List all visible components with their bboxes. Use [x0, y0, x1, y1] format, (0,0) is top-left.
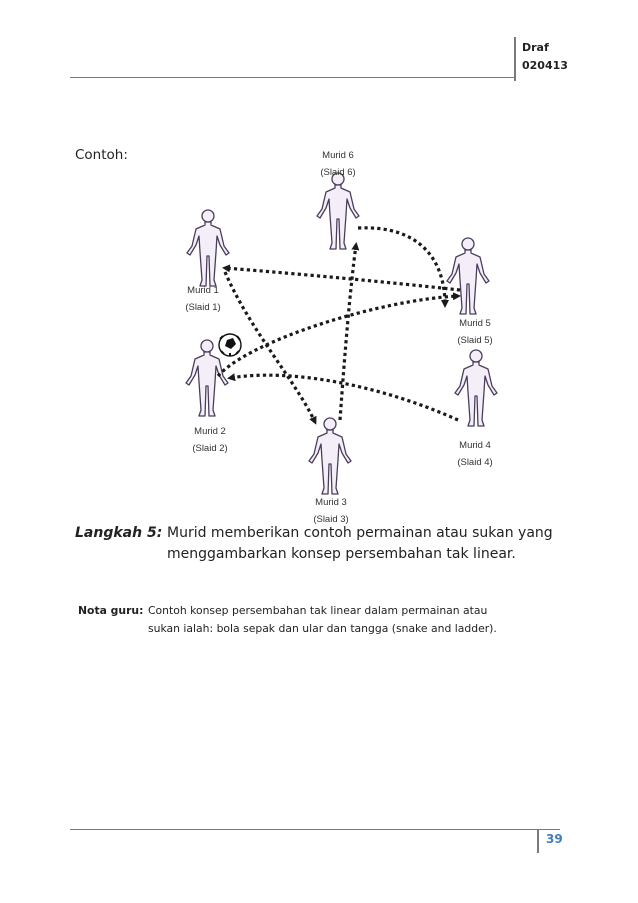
- student-6-label: Murid 6 (Slaid 6): [313, 147, 363, 181]
- footer-vertical-bar: [537, 829, 539, 853]
- header-rule: [70, 77, 514, 78]
- football-icon: [218, 333, 242, 357]
- teacher-note-line-2: sukan ialah: bola sepak dan ular dan tan…: [148, 622, 497, 635]
- student-1-name: Murid 1: [187, 285, 219, 296]
- student-6-figure: [316, 172, 360, 250]
- student-2-name: Murid 2: [194, 426, 226, 437]
- header-vertical-bar: [514, 37, 516, 81]
- student-1-figure: [186, 209, 230, 287]
- draft-date: 020413: [522, 59, 568, 72]
- student-3-slide: (Slaid 3): [313, 514, 349, 525]
- step-5-text: Murid memberikan contoh permainan atau s…: [167, 525, 553, 562]
- student-1-slide: (Slaid 1): [185, 302, 221, 313]
- teacher-note-line-1: Contoh konsep persembahan tak linear dal…: [148, 604, 488, 617]
- student-5-figure: [446, 237, 490, 315]
- student-3-name: Murid 3: [315, 497, 347, 508]
- student-6-name: Murid 6: [322, 150, 354, 161]
- student-5-slide: (Slaid 5): [457, 335, 493, 346]
- student-3-figure: [308, 417, 352, 495]
- student-4-name: Murid 4: [459, 440, 491, 451]
- student-4-label: Murid 4 (Slaid 4): [450, 437, 500, 471]
- student-6-slide: (Slaid 6): [320, 167, 356, 178]
- example-label: Contoh:: [75, 147, 128, 163]
- draft-label: Draf: [522, 41, 549, 54]
- student-5-name: Murid 5: [459, 318, 491, 329]
- student-4-figure: [454, 349, 498, 427]
- footer-rule: [70, 829, 560, 830]
- teacher-note: Nota guru: Contoh konsep persembahan tak…: [78, 602, 578, 638]
- step-5-label: Langkah 5:: [75, 525, 163, 541]
- student-2-slide: (Slaid 2): [192, 443, 228, 454]
- student-1-label: Murid 1 (Slaid 1): [178, 282, 228, 316]
- page-number: 39: [546, 832, 563, 846]
- step-5: Langkah 5: Murid memberikan contoh perma…: [75, 523, 565, 565]
- student-5-label: Murid 5 (Slaid 5): [450, 315, 500, 349]
- student-4-slide: (Slaid 4): [457, 457, 493, 468]
- teacher-note-label: Nota guru:: [78, 604, 144, 617]
- student-2-label: Murid 2 (Slaid 2): [185, 423, 235, 457]
- student-3-label: Murid 3 (Slaid 3): [306, 494, 356, 528]
